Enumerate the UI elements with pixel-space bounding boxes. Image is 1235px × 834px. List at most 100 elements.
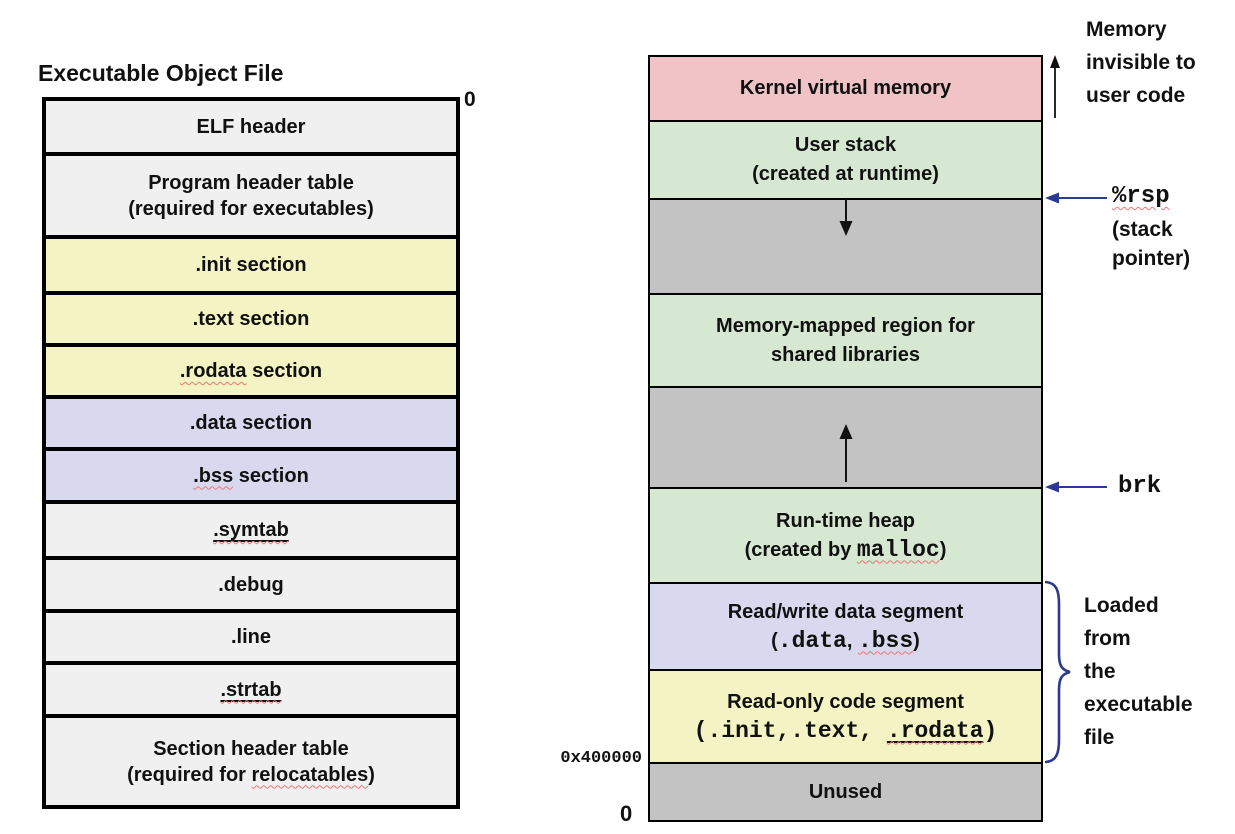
memory-region-read-write-data-segment: Read/write data segment(.data, .bss) <box>650 584 1041 671</box>
row-label-line: .strtab <box>220 677 281 703</box>
label-segment: (required for executables) <box>128 197 374 220</box>
row-label-line: .text section <box>193 306 310 332</box>
address-400000-label: 0x400000 <box>560 749 642 768</box>
table-row-bss-section: .bss section <box>46 451 456 504</box>
region-label-line: Kernel virtual memory <box>740 74 951 103</box>
table-row-init-section: .init section <box>46 239 456 295</box>
label-segment: ) <box>983 717 998 744</box>
memory-region-user-stack: User stack (created at runtime) <box>650 122 1041 200</box>
label-segment: User stack <box>794 134 897 156</box>
table-row-symtab: .symtab <box>46 504 456 560</box>
row-label-line: .line <box>231 624 271 650</box>
row-label-line: .init section <box>195 252 306 278</box>
label-segment: .strtab <box>220 678 282 701</box>
region-label-line: (.data, .bss) <box>771 627 920 656</box>
object-file-title: Executable Object File <box>38 60 284 86</box>
memory-invisible-up-arrow <box>1050 55 1060 118</box>
note-line: file <box>1084 726 1115 749</box>
region-label-line: (.init,.text, .rodata) <box>694 717 998 746</box>
loaded-from-note: Loaded from the executable file <box>1084 589 1193 754</box>
label-segment: shared libraries <box>771 343 920 366</box>
table-row-rodata-section: .rodata section <box>46 347 456 399</box>
region-label-line: Run-time heap <box>776 507 915 536</box>
label-segment: ) <box>368 763 375 786</box>
region-label-line: shared libraries <box>771 341 920 370</box>
underlined-segment: .strtab <box>220 679 281 701</box>
note-line: invisible to <box>1086 51 1196 74</box>
label-segment: Kernel virtual memory <box>739 77 952 99</box>
label-segment: .rodata <box>179 360 247 382</box>
memory-region-kernel-virtual-memory: Kernel virtual memory <box>650 57 1041 122</box>
label-segment: ) <box>939 538 947 561</box>
row-label-line: .data section <box>190 410 312 436</box>
row-label-line: ELF header <box>197 114 306 140</box>
note-line: Loaded <box>1084 594 1159 617</box>
table-row-debug: .debug <box>46 560 456 613</box>
label-segment: section <box>233 464 309 487</box>
label-segment: Unused <box>808 780 883 803</box>
loaded-from-brace <box>1045 580 1071 764</box>
region-label-line: (created at runtime) <box>752 160 939 189</box>
note-line: Memory <box>1086 18 1167 41</box>
note-line: the <box>1084 660 1116 683</box>
label-segment: .bss <box>857 627 914 654</box>
region-label-line: (created by malloc) <box>745 536 947 565</box>
row-label-line: Section header table <box>153 736 349 762</box>
label-segment: .symtab <box>213 519 289 541</box>
rsp-register-label: %rsp <box>1112 183 1170 210</box>
rsp-pointer-arrow <box>1045 192 1107 204</box>
memory-invisible-note: Memory invisible to user code <box>1086 13 1196 112</box>
table-row-text-section: .text section <box>46 295 456 347</box>
table-row-program-header-table: Program header table(required for execut… <box>46 156 456 239</box>
address-zero-label: 0 <box>620 801 633 826</box>
memory-region-read-only-code-segment: Read-only code segment(.init,.text, .rod… <box>650 671 1041 764</box>
row-label-line: .debug <box>218 572 284 598</box>
row-label-line: .rodata section <box>180 358 322 384</box>
label-segment: ELF header <box>196 115 306 138</box>
row-label-line: (required for relocatables) <box>127 762 375 788</box>
note-line: executable <box>1084 693 1193 716</box>
note-line: pointer) <box>1112 247 1191 270</box>
label-segment: .debug <box>218 573 284 596</box>
region-label-line: Unused <box>809 778 882 807</box>
label-segment: (required for <box>127 763 252 786</box>
label-segment: .text section <box>192 308 310 330</box>
label-segment: Section header table <box>153 737 349 760</box>
label-segment: (.init,.text, <box>693 717 887 744</box>
region-label-line: Memory-mapped region for <box>716 312 975 341</box>
table-row-data-section: .data section <box>46 399 456 451</box>
label-segment: ( <box>771 629 778 652</box>
memory-region-heap-growth-area <box>650 388 1041 489</box>
label-segment: malloc <box>856 536 940 563</box>
label-segment: (created at runtime) <box>752 163 939 185</box>
region-label-line: Read/write data segment <box>728 598 964 627</box>
table-row-elf-header: ELF header <box>46 101 456 156</box>
note-line: from <box>1084 627 1131 650</box>
memory-region-unused: Unused <box>650 764 1041 820</box>
row-label-line: .bss section <box>193 463 309 489</box>
underlined-segment: .rodata <box>887 718 984 744</box>
row-label-line: (required for executables) <box>128 196 374 222</box>
memory-region-stack-growth-area <box>650 199 1041 295</box>
region-label-line: Read-only code segment <box>727 688 964 717</box>
label-segment: Run-time heap <box>776 509 915 532</box>
heap-growth-up-arrow <box>836 424 856 487</box>
label-segment: .data <box>777 627 847 654</box>
brk-label: brk <box>1118 473 1162 500</box>
label-segment: ) <box>913 629 920 652</box>
label-segment: section <box>246 360 323 382</box>
table-row-section-header-table: Section header table(required for reloca… <box>46 718 456 805</box>
table-row-line: .line <box>46 613 456 665</box>
table-row-strtab: .strtab <box>46 665 456 718</box>
underlined-segment: .symtab <box>213 519 289 541</box>
note-line: (stack <box>1112 218 1173 241</box>
region-label-line: User stack <box>795 131 896 160</box>
note-line: user code <box>1086 84 1186 107</box>
stack-growth-down-arrow <box>836 199 856 242</box>
label-segment: Memory-mapped region for <box>716 314 975 337</box>
label-segment: .bss <box>193 464 234 487</box>
label-segment: .line <box>230 626 271 648</box>
row-label-line: .symtab <box>213 517 289 543</box>
